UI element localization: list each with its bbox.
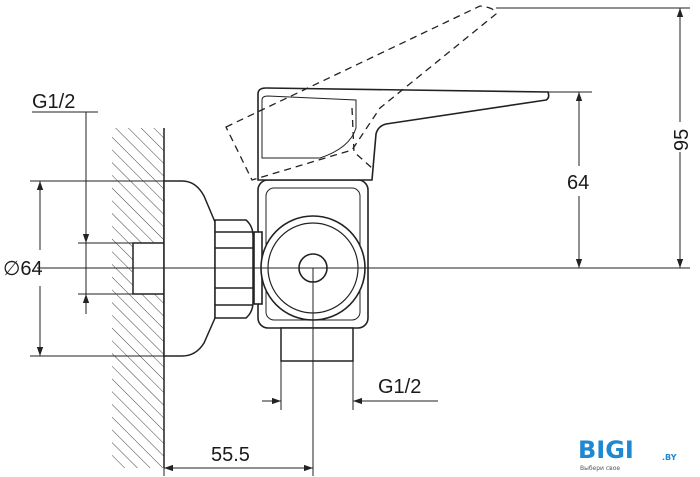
dim-inlet-thread [32, 111, 133, 314]
label-handle-height: 64 [567, 172, 589, 194]
label-flange-diameter: ∅64 [3, 258, 43, 280]
label-wall-offset: 55.5 [211, 444, 250, 466]
logo-suffix-text: .BY [662, 453, 677, 462]
handle-raised-ghost [225, 5, 497, 181]
label-outlet-thread: G1/2 [378, 376, 421, 398]
logo-brand-text: BIGI [578, 436, 634, 464]
hex-nut [214, 219, 254, 319]
wall [112, 128, 165, 468]
outlet-connector [280, 327, 354, 362]
label-inlet-thread: G1/2 [32, 91, 75, 113]
dim-outlet-thread [262, 361, 438, 410]
logo-tagline-text: Выбери свое [580, 465, 620, 472]
dim-handle-height [548, 91, 592, 268]
faucet-body [253, 179, 369, 329]
dim-wall-offset [163, 268, 314, 476]
dim-flange-diameter [30, 180, 164, 357]
brand-logo: BIGI .BY Выбери свое [578, 436, 677, 472]
label-handle-raised-height: 95 [671, 129, 693, 151]
handle [257, 87, 550, 181]
dim-handle-raised-height [496, 7, 690, 268]
